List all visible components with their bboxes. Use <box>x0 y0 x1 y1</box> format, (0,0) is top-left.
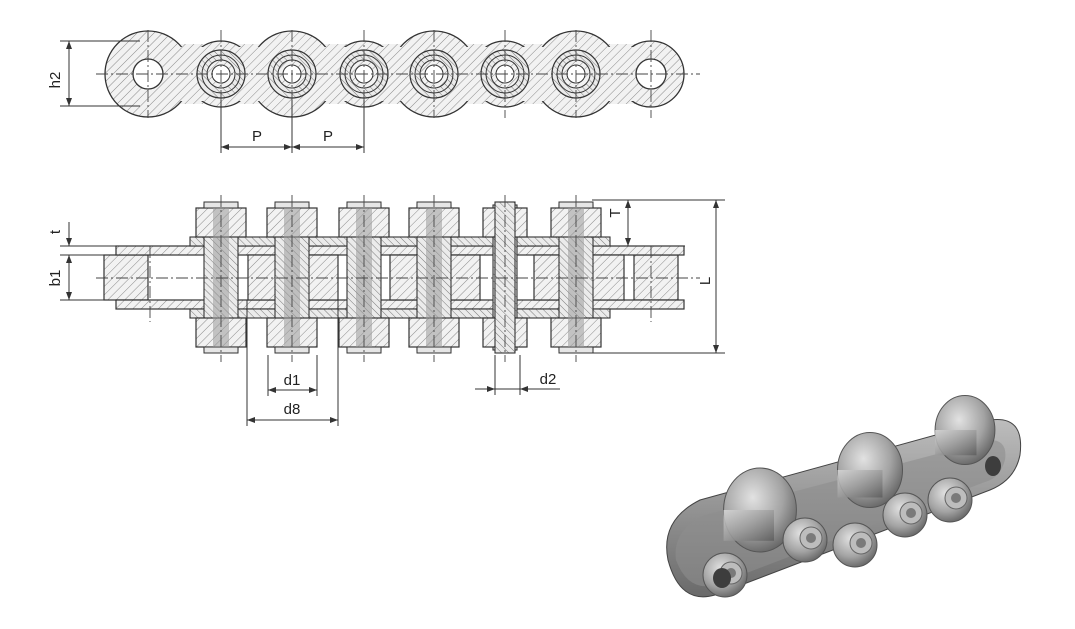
L-label: L <box>697 277 714 285</box>
upper-plate <box>115 245 685 256</box>
T-label: T <box>607 208 624 217</box>
d8-label: d8 <box>284 401 301 418</box>
b1-dimension: b1 <box>47 254 104 301</box>
extended-pin <box>550 195 602 362</box>
photo-end-hole <box>713 568 731 588</box>
photo-extended-pin <box>832 522 878 568</box>
inner-plate-top <box>189 236 611 247</box>
lower-plate <box>115 299 685 310</box>
top-view-section <box>96 30 700 118</box>
extended-pin <box>338 195 390 362</box>
photo-extended-pin <box>927 477 973 523</box>
pitch-label-right: P <box>323 128 333 145</box>
h2-label: h2 <box>47 72 64 89</box>
photo-end-hole <box>985 456 1001 476</box>
t-label: t <box>47 229 64 234</box>
photo-large-roller <box>934 395 996 465</box>
inner-plate-bottom <box>189 308 611 319</box>
photo-extended-pin <box>882 492 928 538</box>
d1-dimension: d1 <box>267 355 318 396</box>
extended-pin <box>482 195 528 362</box>
d2-label: d2 <box>540 371 557 388</box>
side-view-section <box>96 195 700 362</box>
extended-pin <box>408 195 460 362</box>
d1-label: d1 <box>284 372 301 389</box>
photo-large-roller <box>837 432 903 508</box>
end-roller-left <box>103 254 149 301</box>
d8-dimension: d8 <box>246 300 339 426</box>
t-dimension: t <box>47 222 118 256</box>
L-dimension: L <box>592 199 725 354</box>
h2-dimension: h2 <box>47 40 140 107</box>
d2-dimension: d2 <box>475 355 560 395</box>
pitch-dimension: P P <box>220 100 365 153</box>
photo-large-roller <box>723 467 797 553</box>
end-roller-right <box>633 254 679 301</box>
pitch-label-left: P <box>252 128 262 145</box>
chain-photo <box>666 395 1022 598</box>
extended-pin <box>195 195 247 362</box>
extended-pin <box>266 195 318 362</box>
b1-label: b1 <box>47 270 64 287</box>
photo-extended-pin <box>782 517 828 563</box>
